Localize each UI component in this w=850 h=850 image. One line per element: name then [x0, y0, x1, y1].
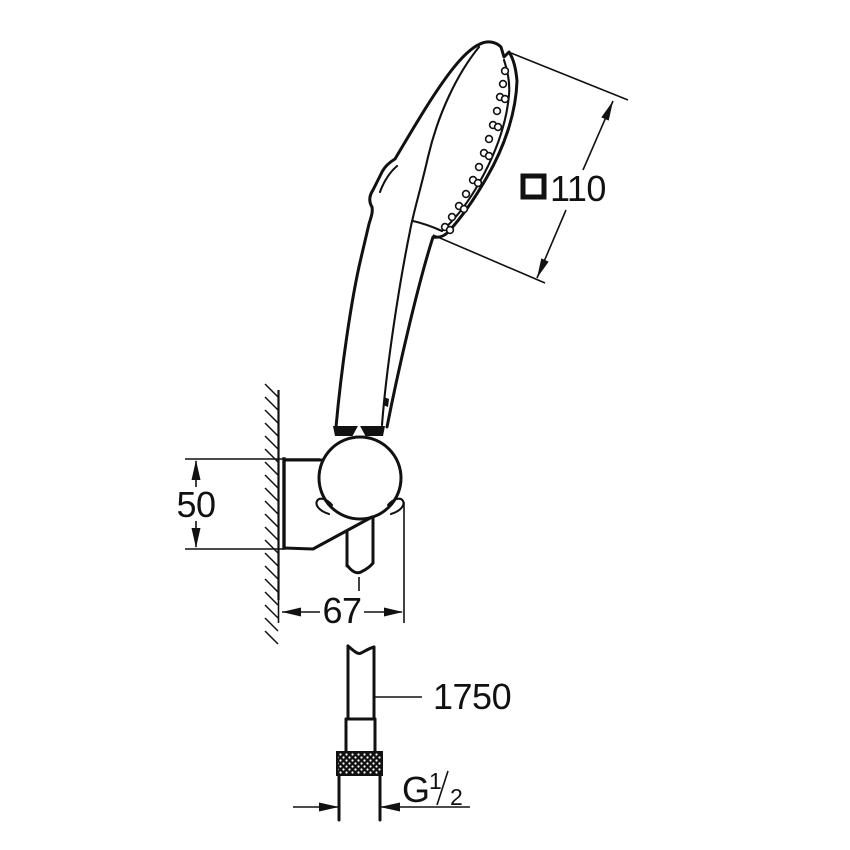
head-handle-junction-line: [411, 219, 444, 233]
dimension-head-110: 110: [432, 52, 629, 284]
hose-stub: [345, 515, 375, 591]
thread-denominator: 2: [450, 784, 463, 810]
dimension-label-holder-depth: 67: [322, 590, 361, 631]
dimension-label-hose-length: 1750: [433, 676, 511, 717]
thread-numerator: 1: [429, 768, 442, 794]
knurled-nut: [336, 751, 383, 776]
ball-joint: [317, 435, 403, 521]
wall-hatching: [264, 383, 279, 645]
spray-nozzles: [440, 66, 510, 235]
hose-break-top: [346, 644, 376, 655]
dimension-label-holder-height: 50: [176, 484, 215, 525]
shower-head: [333, 40, 519, 437]
spray-face-rim: [440, 58, 511, 233]
dimension-holder-depth-67: 67: [277, 502, 405, 631]
dimension-holder-height-50: 50: [176, 458, 320, 550]
dimension-thread-g12: G 1 2: [293, 768, 470, 812]
holder-tab-left: [315, 497, 334, 516]
square-symbol-icon: [520, 173, 547, 200]
holder-tab-right: [386, 497, 405, 516]
shower-head-outline: [334, 40, 519, 429]
wall-holder: [264, 383, 405, 645]
dimension-label-head: 110: [550, 168, 606, 209]
thread-letter: G: [402, 769, 430, 810]
head-ridge-line: [380, 45, 481, 427]
shower-hose: [336, 644, 383, 822]
handle-collar: [333, 424, 385, 437]
holder-bracket: [282, 457, 374, 551]
thread-connector: [337, 773, 382, 822]
handle-detail-mark: [383, 397, 389, 407]
dimension-hose-length-1750: 1750: [374, 676, 512, 717]
mode-button-edge: [378, 164, 399, 194]
